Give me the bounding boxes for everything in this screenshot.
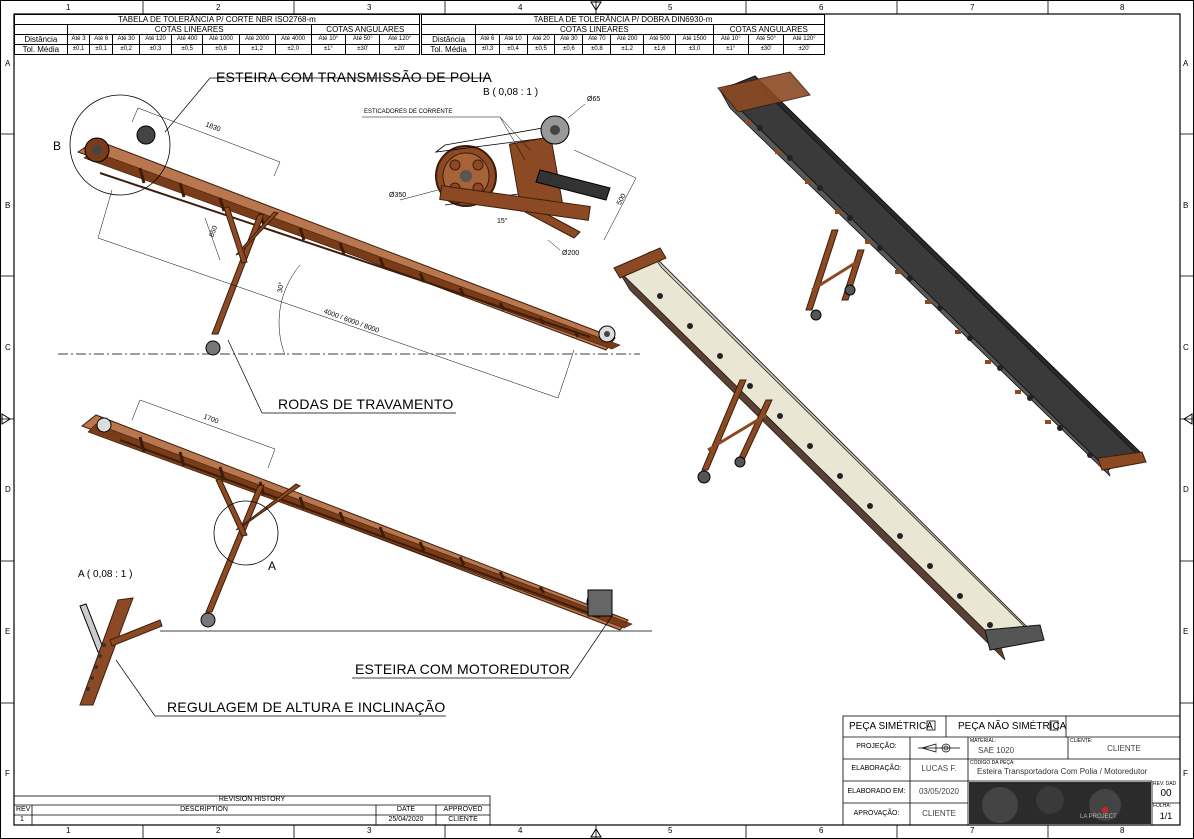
revision-row-rev: 1 xyxy=(20,816,24,823)
revision-col-date: DATE xyxy=(396,806,416,813)
grid-row-e: E xyxy=(5,627,11,636)
grid-col-5-bottom: 5 xyxy=(668,826,673,835)
grid-row-a: A xyxy=(5,59,11,68)
tolerance-cell: ±0,8 xyxy=(582,44,612,55)
grid-col-1: 1 xyxy=(66,3,71,12)
revision-row-approved: CLIENTE xyxy=(448,816,478,823)
revision-history-title: REVISION HISTORY xyxy=(218,796,286,803)
revision-col-rev: REV xyxy=(16,806,31,813)
tolerance-cut-row2-label: Tol. Média xyxy=(14,44,68,55)
projection-label: PROJEÇÃO: xyxy=(856,743,897,750)
client-label: CLIENTE: xyxy=(1070,738,1093,744)
grid-col-8-bottom: 8 xyxy=(1120,826,1125,835)
date-value: 03/05/2020 xyxy=(918,787,960,796)
client-value: CLIENTE xyxy=(1107,744,1141,753)
label-chain-tensioners: ESTICADORES DE CORRENTE xyxy=(364,109,453,115)
drawn-value: LUCAS F. xyxy=(921,764,957,773)
rev-value: 00 xyxy=(1160,788,1172,799)
grid-row-d-right: D xyxy=(1183,485,1189,494)
tolerance-cell: ±30' xyxy=(747,44,785,55)
callout-a: A xyxy=(268,559,277,573)
detail-b-drive xyxy=(362,103,637,251)
grid-row-c-right: C xyxy=(1183,343,1189,352)
motor-conveyor-view xyxy=(80,399,652,679)
grid-col-6: 6 xyxy=(819,3,824,12)
dim-phi200: Ø200 xyxy=(562,250,580,257)
tolerance-table-cut: TABELA DE TOLERÂNCIA P/ CORTE NBR ISO276… xyxy=(14,14,421,55)
grid-row-f: F xyxy=(5,769,10,778)
label-height-adjust: REGULAGEM DE ALTURA E INCLINAÇÃO xyxy=(167,699,446,715)
iso-light-conveyor xyxy=(613,247,1045,661)
grid-row-b-right: B xyxy=(1183,201,1189,210)
grid-col-8: 8 xyxy=(1120,3,1125,12)
grid-col-5: 5 xyxy=(668,3,673,12)
tolerance-cell: ±0,2 xyxy=(112,44,141,55)
grid-col-1-bottom: 1 xyxy=(66,826,71,835)
revision-col-approved: APPROVED xyxy=(443,806,483,813)
grid-col-3-bottom: 3 xyxy=(367,826,372,835)
revision-row-date: 25/04/2020 xyxy=(388,816,424,823)
title-block-lines xyxy=(842,715,1181,826)
part-code-label: CÓDIGO DA PEÇA: xyxy=(970,760,1015,766)
grid-col-7: 7 xyxy=(970,3,975,12)
label-locking-wheels: RODAS DE TRAVAMENTO xyxy=(278,396,454,412)
grid-col-2-bottom: 2 xyxy=(216,826,221,835)
logo-text: LA PROJECT xyxy=(1080,814,1117,820)
approval-value: CLIENTE xyxy=(922,809,956,818)
grid-col-4: 4 xyxy=(518,3,523,12)
symmetric-checkbox[interactable] xyxy=(926,720,936,731)
tolerance-cell: ±0,3 xyxy=(475,44,500,55)
label-motor-conveyor: ESTEIRA COM MOTOREDUTOR xyxy=(355,661,570,677)
rev-label: REV. DAD xyxy=(1153,781,1177,787)
non-symmetric-checkbox[interactable] xyxy=(1049,720,1059,731)
sheet-label: FOLHA: xyxy=(1153,803,1172,809)
grid-col-7-bottom: 7 xyxy=(970,826,975,835)
date-label: ELABORADO EM: xyxy=(847,788,906,795)
detail-a-title: A ( 0,08 : 1 ) xyxy=(78,569,133,580)
detail-b-title: B ( 0,08 : 1 ) xyxy=(483,87,539,98)
tolerance-table-fold: TABELA DE TOLERÂNCIA P/ DOBRA DIN6930-m … xyxy=(420,14,826,55)
grid-row-a-right: A xyxy=(1183,59,1189,68)
grid-row-d: D xyxy=(5,485,11,494)
pulley-conveyor-view xyxy=(58,77,640,414)
tolerance-cell: ±30' xyxy=(345,44,381,55)
drawn-label: ELABORAÇÃO: xyxy=(851,765,902,772)
approval-label: APROVAÇÃO: xyxy=(853,810,900,817)
sheet-value: 1/1 xyxy=(1159,811,1173,821)
projection-symbol-icon xyxy=(918,743,960,753)
revision-table-lines xyxy=(13,795,491,826)
dim-phi65: Ø65 xyxy=(587,96,601,103)
dim-angle: 15° xyxy=(497,218,508,225)
grid-col-4-bottom: 4 xyxy=(518,826,523,835)
iso-dark-conveyor xyxy=(717,71,1147,477)
detail-a-leg xyxy=(79,597,446,717)
grid-row-b: B xyxy=(5,201,11,210)
label-pulley-conveyor: ESTEIRA COM TRANSMISSÃO DE POLIA xyxy=(216,69,493,85)
grid-col-6-bottom: 6 xyxy=(819,826,824,835)
material-label: MATERIAL: xyxy=(970,738,997,744)
non-symmetric-label: PEÇA NÃO SIMÉTRICA xyxy=(958,721,1067,732)
grid-col-3: 3 xyxy=(367,3,372,12)
grid-row-f-right: F xyxy=(1183,769,1188,778)
revision-col-description: DESCRIPTION xyxy=(180,806,228,813)
tolerance-cell: ±20' xyxy=(379,44,420,55)
part-code-value: Esteira Transportadora Com Polia / Motor… xyxy=(977,767,1148,776)
dim-phi350: Ø350 xyxy=(389,192,407,199)
callout-b: B xyxy=(53,139,62,153)
grid-row-e-right: E xyxy=(1183,627,1189,636)
grid-row-c: C xyxy=(5,343,11,352)
grid-col-2: 2 xyxy=(216,3,221,12)
tolerance-cell: ±20' xyxy=(783,44,825,55)
material-value: SAE 1020 xyxy=(978,746,1015,755)
symmetric-label: PEÇA SIMÉTRICA xyxy=(849,721,933,732)
